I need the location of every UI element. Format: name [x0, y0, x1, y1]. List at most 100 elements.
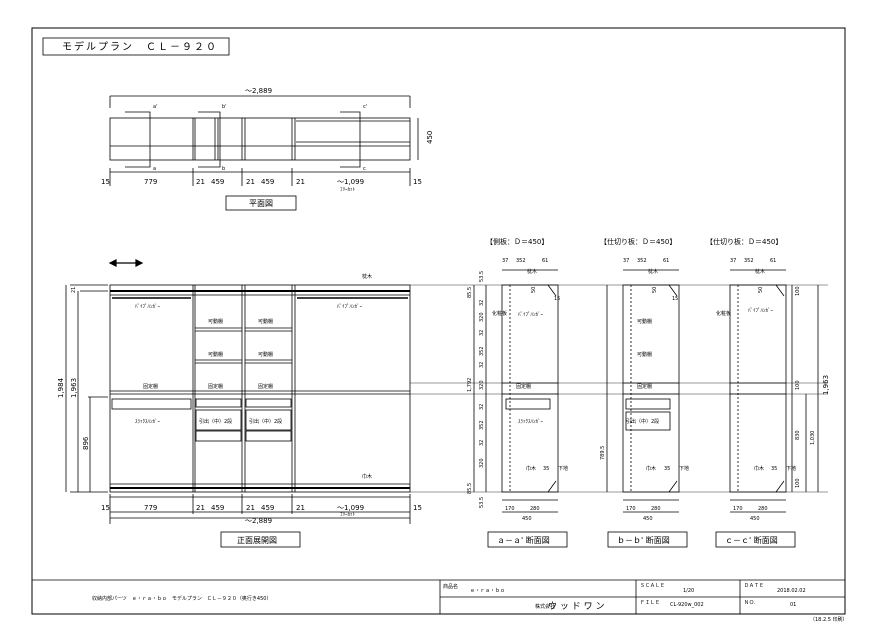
plan-dim-459-b: 459: [261, 178, 274, 186]
section-a-b2: 280: [530, 506, 540, 512]
elev-overall-dim: ～2,889: [245, 517, 272, 525]
drawing-title: モデルプラン ＣＬ－９２０: [62, 40, 218, 53]
elev-movable-shelf-1: 可動棚: [208, 318, 223, 325]
elev-left-dim-1984: 1,984: [57, 377, 65, 398]
elevation-label-box: [220, 531, 301, 548]
section-c-label: ｃ－ｃ' 断面図: [725, 535, 778, 545]
section-a-w2: 352: [516, 258, 526, 264]
section-b-b1: 170: [626, 506, 636, 512]
section-c-heading: 【仕切り板：Ｄ＝450】: [706, 237, 782, 246]
section-b-depth: 450: [643, 516, 653, 522]
elev-fixed-shelf-1: 固定棚: [143, 383, 158, 390]
section-c-50: 50: [758, 287, 764, 293]
elevation-label: 正面展開図: [237, 536, 277, 545]
plan-dim-779: 779: [144, 178, 157, 186]
tb-description: 収納内部パーツ ｅ・ｒａ・ｂｏ モデルプラン ＣＬ－９２０（奥行き450）: [92, 595, 271, 602]
section-a-fixed-shelf: 固定棚: [516, 383, 531, 390]
section-a-top-rail: 枕木: [527, 268, 537, 275]
plan-dim-459-a: 459: [211, 178, 224, 186]
section-c-rdim-100-a: 100: [795, 286, 801, 296]
section-a-vdim-352-b: 352: [479, 420, 485, 430]
section-a-side-panel: 化粧板: [492, 310, 507, 317]
elev-pipe-hanger-left: ﾊﾟｲﾌﾟﾊﾝｶﾞｰ: [135, 303, 161, 310]
section-c-35: 35: [771, 466, 777, 472]
tb-scale: 1/20: [683, 588, 694, 594]
elev-dim-1099: ～1,099: [337, 504, 364, 512]
section-a-vdim-32-a: 32: [479, 300, 485, 306]
section-a-vdim-53-bottom: 53.5: [479, 497, 485, 508]
elev-fixed-shelf-3: 固定棚: [258, 383, 273, 390]
section-a-vdim-32-e: 32: [479, 440, 485, 446]
section-c-pipe-hanger: ﾊﾟｲﾌﾟﾊﾝｶﾞｰ: [748, 307, 774, 314]
section-c-w1: 37: [730, 258, 736, 264]
front-elevation: [65, 284, 828, 548]
section-a-15: 15: [554, 296, 560, 302]
section-c-bottom-rail: 巾木: [754, 465, 764, 472]
section-b-w2: 352: [637, 258, 647, 264]
section-c-b1: 170: [733, 506, 743, 512]
elev-dim-21-a: 21: [196, 504, 205, 512]
plan-label-box: [225, 195, 297, 211]
section-c-b2: 280: [758, 506, 768, 512]
section-b-w3: 61: [663, 258, 669, 264]
section-mark-b-prime: b': [222, 104, 227, 110]
section-a-pipe-hanger: ﾊﾟｲﾌﾟﾊﾝｶﾞｰ: [518, 311, 544, 318]
plan-dim-21-c: 21: [296, 178, 305, 186]
section-c-depth: 450: [750, 516, 760, 522]
section-a-vdim-85-top: 85.5: [467, 287, 473, 298]
section-a-bottom-rail: 巾木: [526, 465, 536, 472]
elev-movable-shelf-3: 可動棚: [208, 351, 223, 358]
plan-dim-1099: ～1,099: [337, 178, 364, 186]
section-c-rdim-1963: 1,963: [822, 375, 830, 395]
section-mark-a: a: [153, 166, 156, 172]
tb-company-caption: 株式会社: [535, 603, 555, 610]
title-block: [32, 579, 845, 614]
section-b-w1: 37: [623, 258, 629, 264]
section-mark-a-prime: a': [153, 104, 157, 110]
tb-product: ｅ・ｒａ・ｂｏ: [470, 587, 505, 594]
section-views: [473, 269, 819, 548]
section-a-w1: 37: [502, 258, 508, 264]
section-a-vdim-53-top: 53.5: [479, 271, 485, 282]
elev-fixed-shelf-2: 固定棚: [208, 383, 223, 390]
elev-dim-21-b: 21: [246, 504, 255, 512]
elev-top-rail: 枕木: [362, 273, 372, 280]
tb-date-caption: ＤＡＴＥ: [744, 583, 764, 589]
elev-left-dim-1963: 1,963: [70, 378, 78, 398]
section-mark-c: c: [363, 166, 366, 172]
section-a-50: 50: [531, 287, 537, 293]
direction-arrow-icon: [108, 259, 144, 267]
section-b-movable-2: 可動棚: [637, 351, 652, 358]
elev-dim-21-c: 21: [296, 504, 305, 512]
section-a-vdim-320-c: 320: [479, 458, 485, 468]
section-a-total: 1,792: [467, 378, 473, 392]
section-a-vdim-320-a: 320: [479, 312, 485, 322]
section-b-baseboard: 下地: [679, 465, 689, 472]
section-b-top-rail: 枕木: [648, 268, 658, 275]
tb-date: 2018.02.02: [777, 588, 806, 594]
elev-left-dim-896: 896: [82, 436, 90, 450]
tb-scale-caption: ＳＣＡＬＥ: [640, 583, 665, 589]
elev-pipe-hanger-right: ﾊﾟｲﾌﾟﾊﾝｶﾞｰ: [337, 303, 363, 310]
section-c-top-rail: 枕木: [755, 268, 765, 275]
section-c-rdim-830: 830: [795, 430, 801, 440]
tb-no-caption: ＮＯ.: [744, 600, 756, 606]
section-b-heading: 【仕切り板：Ｄ＝450】: [600, 237, 676, 246]
elev-movable-shelf-2: 可動棚: [258, 318, 273, 325]
section-a-label-box: [487, 531, 568, 548]
section-b-35: 35: [664, 466, 670, 472]
elev-drawer-2: 引出（中）2段: [249, 418, 282, 425]
section-b-fixed-shelf: 固定棚: [637, 383, 652, 390]
section-b-drawer: 引出（中）2段: [626, 418, 659, 425]
elev-dim-779: 779: [144, 504, 157, 512]
plan-free-cut: ﾌﾘｰｶｯﾄ: [340, 187, 356, 193]
section-a-vdim-32-d: 32: [479, 404, 485, 410]
section-a-heading: 【側板：Ｄ＝450】: [486, 237, 548, 246]
section-a-vdim-352-a: 352: [479, 346, 485, 356]
section-a-vdim-320-b: 320: [479, 380, 485, 390]
section-b-15: 15: [672, 296, 678, 302]
section-b-label-box: [607, 531, 688, 548]
section-a-vdim-32-b: 32: [479, 330, 485, 336]
section-a-vdim-32-c: 32: [479, 362, 485, 368]
elev-dim-15-left: 15: [101, 504, 110, 512]
